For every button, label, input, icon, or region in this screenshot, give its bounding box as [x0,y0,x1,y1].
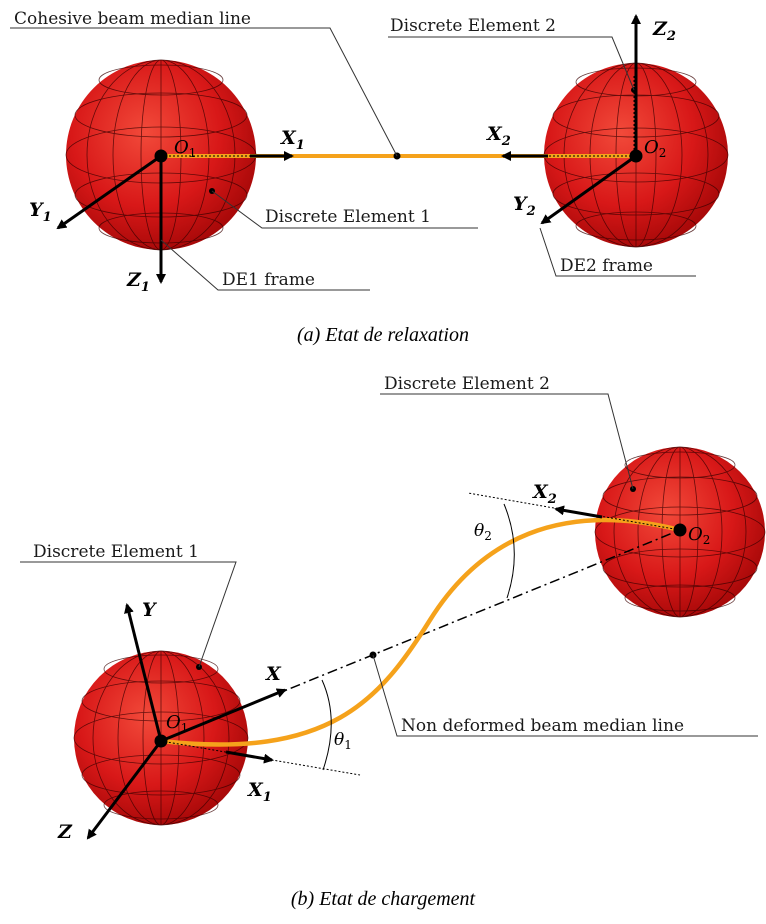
axis-label-y1: Y1 [29,199,52,225]
y2-arrow [540,154,637,225]
label-de2-frame: DE2 frame [560,256,653,276]
x2-arrow-b [554,505,603,519]
axis-label-y2: Y2 [513,193,536,219]
axis-label-z1: Z1 [126,269,150,295]
axis-label-x2-b: X2 [532,481,557,507]
label-de1-frame: DE1 frame [222,270,315,290]
caption-b: (b) Etat de chargement [291,888,476,910]
origin-o2-label-b: O2 [688,524,710,547]
axis-label-x2: X2 [486,123,511,149]
x1-arrow-b [225,750,274,764]
label-element-2-b: Discrete Element 2 [384,374,550,394]
axis-label-z-b: Z [57,821,73,843]
panel-b: Discrete Element 2 Discrete Element 1 No… [20,374,766,910]
z-arrow-b [86,740,163,840]
panel-a: Cohesive beam median line Discrete Eleme… [10,9,729,346]
axis-label-x1: X1 [280,127,305,153]
caption-a: (a) Etat de relaxation [297,324,469,346]
axis-label-y-b: Y [142,599,158,621]
label-element-2: Discrete Element 2 [390,16,556,36]
theta2-label: θ2 [474,521,492,543]
x-arrow-b [160,688,287,743]
axis-label-x-b: X [265,663,282,685]
y-arrow-b [124,603,163,742]
axis-label-z2: Z2 [652,18,676,44]
theta1-label: θ1 [334,730,352,752]
deformed-beam [160,517,681,747]
label-non-deformed: Non deformed beam median line [401,716,684,736]
origin-o1-label: O1 [174,137,196,160]
origin-o2-label: O2 [644,137,666,160]
label-element-1: Discrete Element 1 [265,207,431,227]
axis-label-x1-b: X1 [247,779,272,805]
label-element-1-b: Discrete Element 1 [33,542,199,562]
y1-arrow [56,154,162,230]
origin-o2-dot-b [673,523,687,537]
label-median-line: Cohesive beam median line [14,9,251,29]
origin-o1-label-b: O1 [166,712,188,735]
